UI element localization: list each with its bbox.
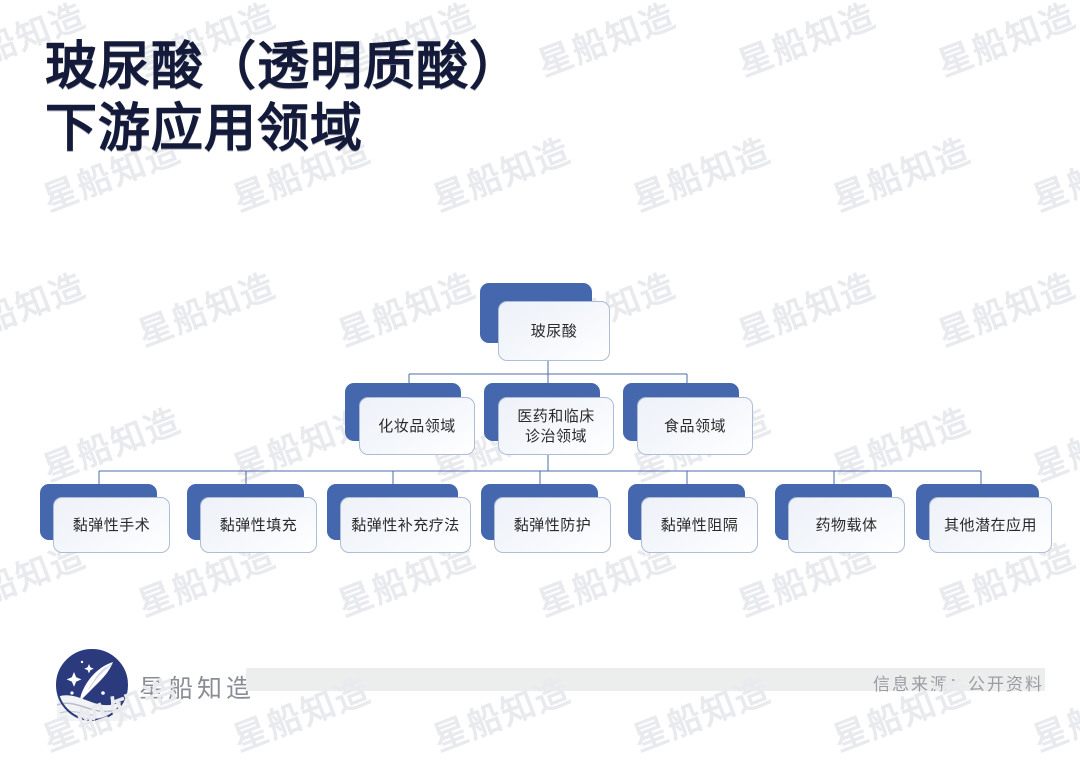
- page-title-line-1: 玻尿酸（透明质酸）: [45, 37, 523, 97]
- node-label: 黏弹性填充: [219, 516, 298, 534]
- node-face: 药物载体: [788, 497, 905, 553]
- node-face: 黏弹性补充疗法: [340, 497, 471, 553]
- brand-name: 星船知造: [139, 674, 256, 703]
- brand-logo-icon: [56, 649, 128, 721]
- node-drug-carrier[interactable]: 药物载体: [775, 484, 905, 554]
- node-food[interactable]: 食品领域: [623, 383, 753, 455]
- node-face: 黏弹性填充: [200, 497, 317, 553]
- node-viscoelastic-supplement-therapy[interactable]: 黏弹性补充疗法: [327, 484, 471, 554]
- node-label: 黏弹性阻隔: [660, 516, 739, 534]
- node-viscoelastic-filling[interactable]: 黏弹性填充: [187, 484, 317, 554]
- node-viscoelastic-surgery[interactable]: 黏弹性手术: [40, 484, 170, 554]
- node-face: 玻尿酸: [498, 301, 610, 361]
- node-label: 黏弹性补充疗法: [351, 516, 460, 534]
- node-label: 食品领域: [663, 417, 726, 435]
- node-label: 其他潜在应用: [943, 516, 1037, 534]
- node-label: 医药和临床 诊治领域: [517, 407, 595, 445]
- source-note: 信息来源：公开资料: [873, 675, 1044, 695]
- node-label: 化妆品领域: [378, 417, 456, 435]
- footer: [0, 645, 1080, 735]
- node-other-potential-applications[interactable]: 其他潜在应用: [916, 484, 1052, 554]
- node-cosmetics[interactable]: 化妆品领域: [345, 383, 475, 455]
- node-face: 医药和临床 诊治领域: [498, 397, 614, 455]
- node-label: 黏弹性手术: [72, 516, 151, 534]
- node-pharma-clinical[interactable]: 医药和临床 诊治领域: [484, 383, 614, 455]
- node-face: 黏弹性手术: [53, 497, 170, 553]
- node-label: 玻尿酸: [530, 322, 578, 340]
- page-title: 玻尿酸（透明质酸） 下游应用领域: [45, 36, 522, 160]
- node-viscoelastic-protection[interactable]: 黏弹性防护: [481, 484, 611, 554]
- node-label: 黏弹性防护: [513, 516, 592, 534]
- node-face: 化妆品领域: [359, 397, 475, 455]
- footer-divider: [246, 668, 1045, 691]
- node-face: 黏弹性防护: [494, 497, 611, 553]
- node-face: 其他潜在应用: [929, 497, 1052, 553]
- node-face: 黏弹性阻隔: [641, 497, 758, 553]
- node-viscoelastic-barrier[interactable]: 黏弹性阻隔: [628, 484, 758, 554]
- node-label: 药物载体: [815, 516, 878, 534]
- node-root[interactable]: 玻尿酸: [480, 283, 610, 361]
- node-face: 食品领域: [637, 397, 753, 455]
- page-title-line-2: 下游应用领域: [45, 99, 364, 159]
